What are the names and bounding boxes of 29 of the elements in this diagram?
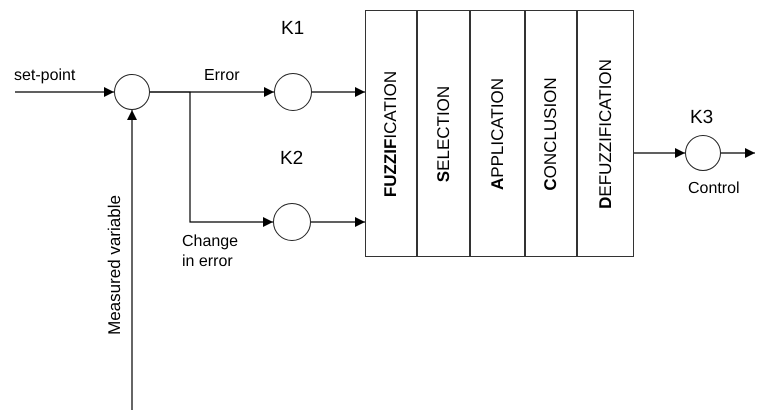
gain-circle [273,203,311,241]
gain-label: K1 [281,18,304,40]
arrow [312,87,365,97]
process-stage-column [365,10,417,257]
arrow [127,110,137,410]
stage-label: CONCLUSION [541,76,561,190]
edge-label: set-point [14,67,76,85]
process-stage-column [525,10,577,257]
stage-label: APPLICATION [488,77,508,190]
arrow [150,91,273,227]
arrow [311,217,365,227]
gain-circle [274,73,312,111]
process-stage-column [470,10,525,257]
gain-label: K3 [690,107,714,129]
stage-label: FUZZIFICATION [381,70,401,197]
arrow [634,148,685,158]
process-stage-column [417,10,470,257]
stage-label: SELECTION [434,85,454,182]
stage-label: DEFUZZIFICATION [596,58,616,208]
summing-circle [114,74,150,110]
arrow [721,148,755,158]
gain-circle [685,135,721,171]
gain-label: K2 [280,148,304,170]
edge-label: Change in error [182,232,240,272]
edge-label: Measured variable [105,195,125,335]
process-stage-column [577,10,634,257]
edge-label: Control [688,180,740,198]
edge-label: Error [204,67,240,85]
arrow [15,87,114,97]
